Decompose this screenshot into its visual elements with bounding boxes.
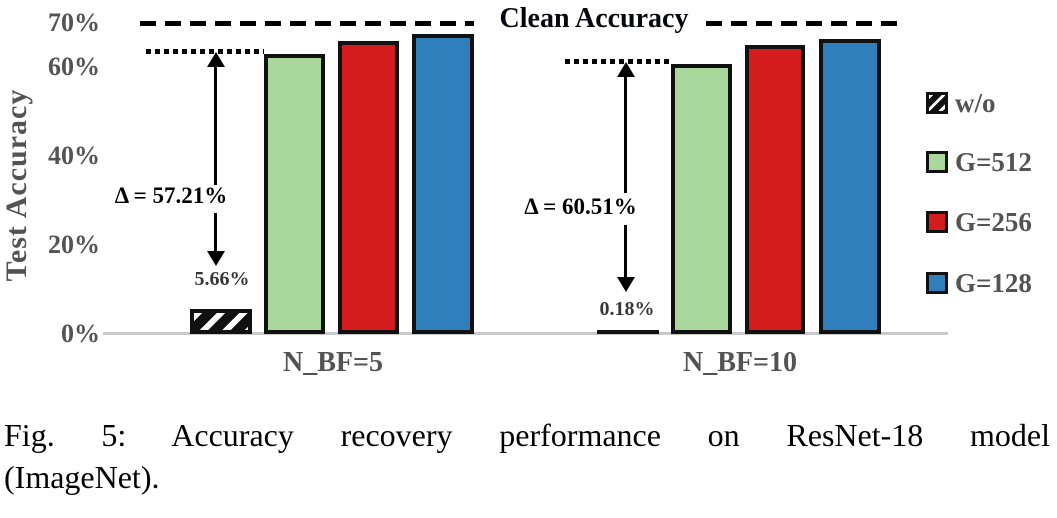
y-tick-70: 70% [48,7,100,37]
bar-g128-nbf10 [819,38,881,334]
bar-wo-nbf5 [190,308,252,334]
clean-accuracy-dash-left [140,20,474,26]
y-tick-40: 40% [48,141,100,170]
delta-arrow-upper-shaft-nbf5 [214,65,217,185]
legend-swatch-g512 [926,151,948,173]
bar-g512-nbf5 [264,54,325,334]
legend-item-wo: w/o [926,89,996,117]
bar-g256-nbf10 [745,44,805,334]
delta-annotation-nbf10: Δ = 60.51% [524,194,637,219]
delta-arrow-down-head-nbf5-icon [207,251,225,266]
bar-chart: Test Accuracy 70% 60% 40% 20% 0% Clean A… [0,3,1032,378]
delta-arrow-upper-shaft-nbf10 [624,75,627,193]
figure-caption: Fig. 5: Accuracy recovery performance on… [4,414,1050,498]
legend-item-g256: G=256 [926,208,1032,236]
legend-swatch-g256 [926,211,948,233]
delta-arrow-lower-shaft-nbf10 [624,225,627,277]
legend-label-g512: G=512 [955,147,1032,177]
recovered-level-dotted-line-nbf5 [146,49,264,55]
bar-g256-nbf5 [338,41,399,334]
y-tick-0: 0% [61,319,100,348]
bar-g128-nbf5 [412,34,474,334]
bar-value-label-wo-nbf10: 0.18% [599,298,655,320]
delta-arrow-up-head-nbf10-icon [617,62,635,77]
legend-item-g512: G=512 [926,148,1032,176]
delta-arrow-up-head-nbf5-icon [207,52,225,67]
y-tick-60: 60% [48,52,100,81]
delta-annotation-nbf5: Δ = 57.21% [114,183,228,208]
clean-accuracy-label: Clean Accuracy [499,3,689,34]
x-axis-line [103,332,948,335]
x-label-nbf5: N_BF=5 [283,347,383,378]
y-tick-20: 20% [48,230,100,259]
legend-label-g256: G=256 [955,207,1032,237]
recovered-level-dotted-line-nbf10 [565,58,672,64]
legend-swatch-wo [926,92,948,114]
legend-label-g128: G=128 [955,268,1032,298]
delta-arrow-down-head-nbf10-icon [617,277,635,292]
bar-wo-nbf10 [597,330,659,334]
figure-caption-line2: (ImageNet). [4,459,160,495]
delta-arrow-lower-shaft-nbf5 [214,213,217,253]
x-label-nbf10: N_BF=10 [683,347,797,378]
legend-item-g128: G=128 [926,269,1032,297]
legend-label-wo: w/o [955,88,996,118]
bar-g512-nbf10 [671,63,732,334]
legend-swatch-g128 [926,272,948,294]
bar-value-label-wo-nbf5: 5.66% [194,268,250,290]
figure-caption-line1: Fig. 5: Accuracy recovery performance on… [4,417,1050,453]
clean-accuracy-dash-right [706,20,898,26]
